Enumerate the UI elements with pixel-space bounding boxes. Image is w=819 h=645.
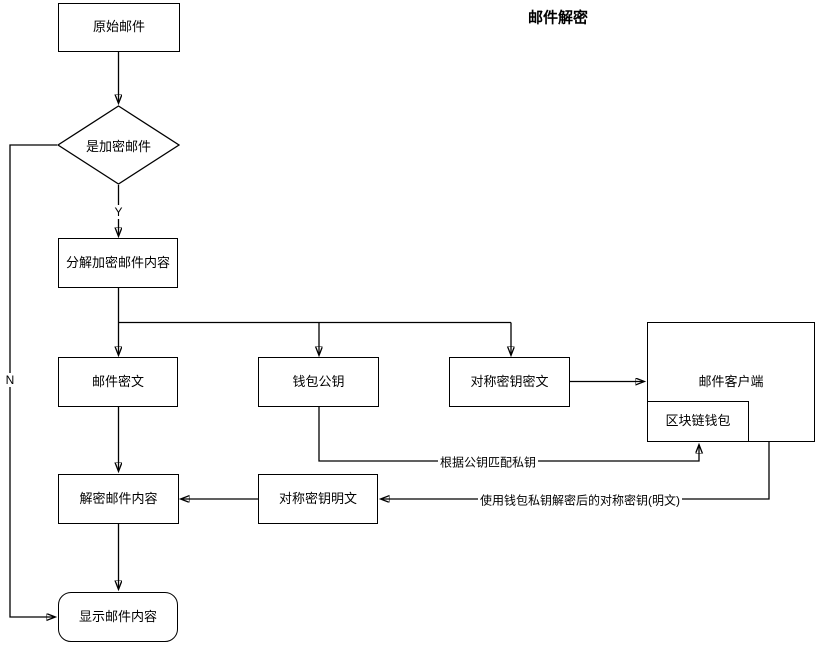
edge-label-decrypted-symkey: 使用钱包私钥解密后的对称密钥(明文) xyxy=(478,491,682,508)
node-original-mail: 原始邮件 xyxy=(58,3,180,52)
node-is-encrypted-decision: 是加密邮件 xyxy=(57,105,180,185)
node-symkey-ciphertext-label: 对称密钥密文 xyxy=(470,373,549,389)
edge-decision-no-to-display xyxy=(9,144,57,617)
node-mail-client-label: 邮件客户端 xyxy=(698,373,764,389)
node-wallet-pubkey: 钱包公钥 xyxy=(258,357,379,407)
node-decompose: 分解加密邮件内容 xyxy=(58,238,178,288)
node-mail-ciphertext-label: 邮件密文 xyxy=(91,373,144,389)
node-wallet-pubkey-label: 钱包公钥 xyxy=(292,373,345,389)
node-symkey-plaintext-label: 对称密钥明文 xyxy=(278,490,357,506)
node-mail-ciphertext: 邮件密文 xyxy=(58,357,178,407)
node-symkey-plaintext: 对称密钥明文 xyxy=(258,474,378,524)
node-display-content: 显示邮件内容 xyxy=(58,592,178,642)
edge-label-match-key: 根据公钥匹配私钥 xyxy=(437,453,539,470)
node-is-encrypted-label: 是加密邮件 xyxy=(85,138,151,154)
edge-label-yes: Y xyxy=(112,205,125,219)
node-original-mail-label: 原始邮件 xyxy=(92,19,145,35)
node-decrypt-content-label: 解密邮件内容 xyxy=(79,490,158,506)
node-blockchain-wallet-label: 区块链钱包 xyxy=(665,413,731,429)
node-symkey-ciphertext: 对称密钥密文 xyxy=(449,357,570,407)
edge-label-no: N xyxy=(3,373,17,387)
node-blockchain-wallet: 区块链钱包 xyxy=(647,401,749,442)
node-decrypt-content: 解密邮件内容 xyxy=(58,474,179,524)
decision-diamond-shape xyxy=(57,105,180,185)
node-display-content-label: 显示邮件内容 xyxy=(78,608,157,624)
node-decompose-label: 分解加密邮件内容 xyxy=(65,254,170,270)
diagram-title: 邮件解密 xyxy=(527,9,589,27)
